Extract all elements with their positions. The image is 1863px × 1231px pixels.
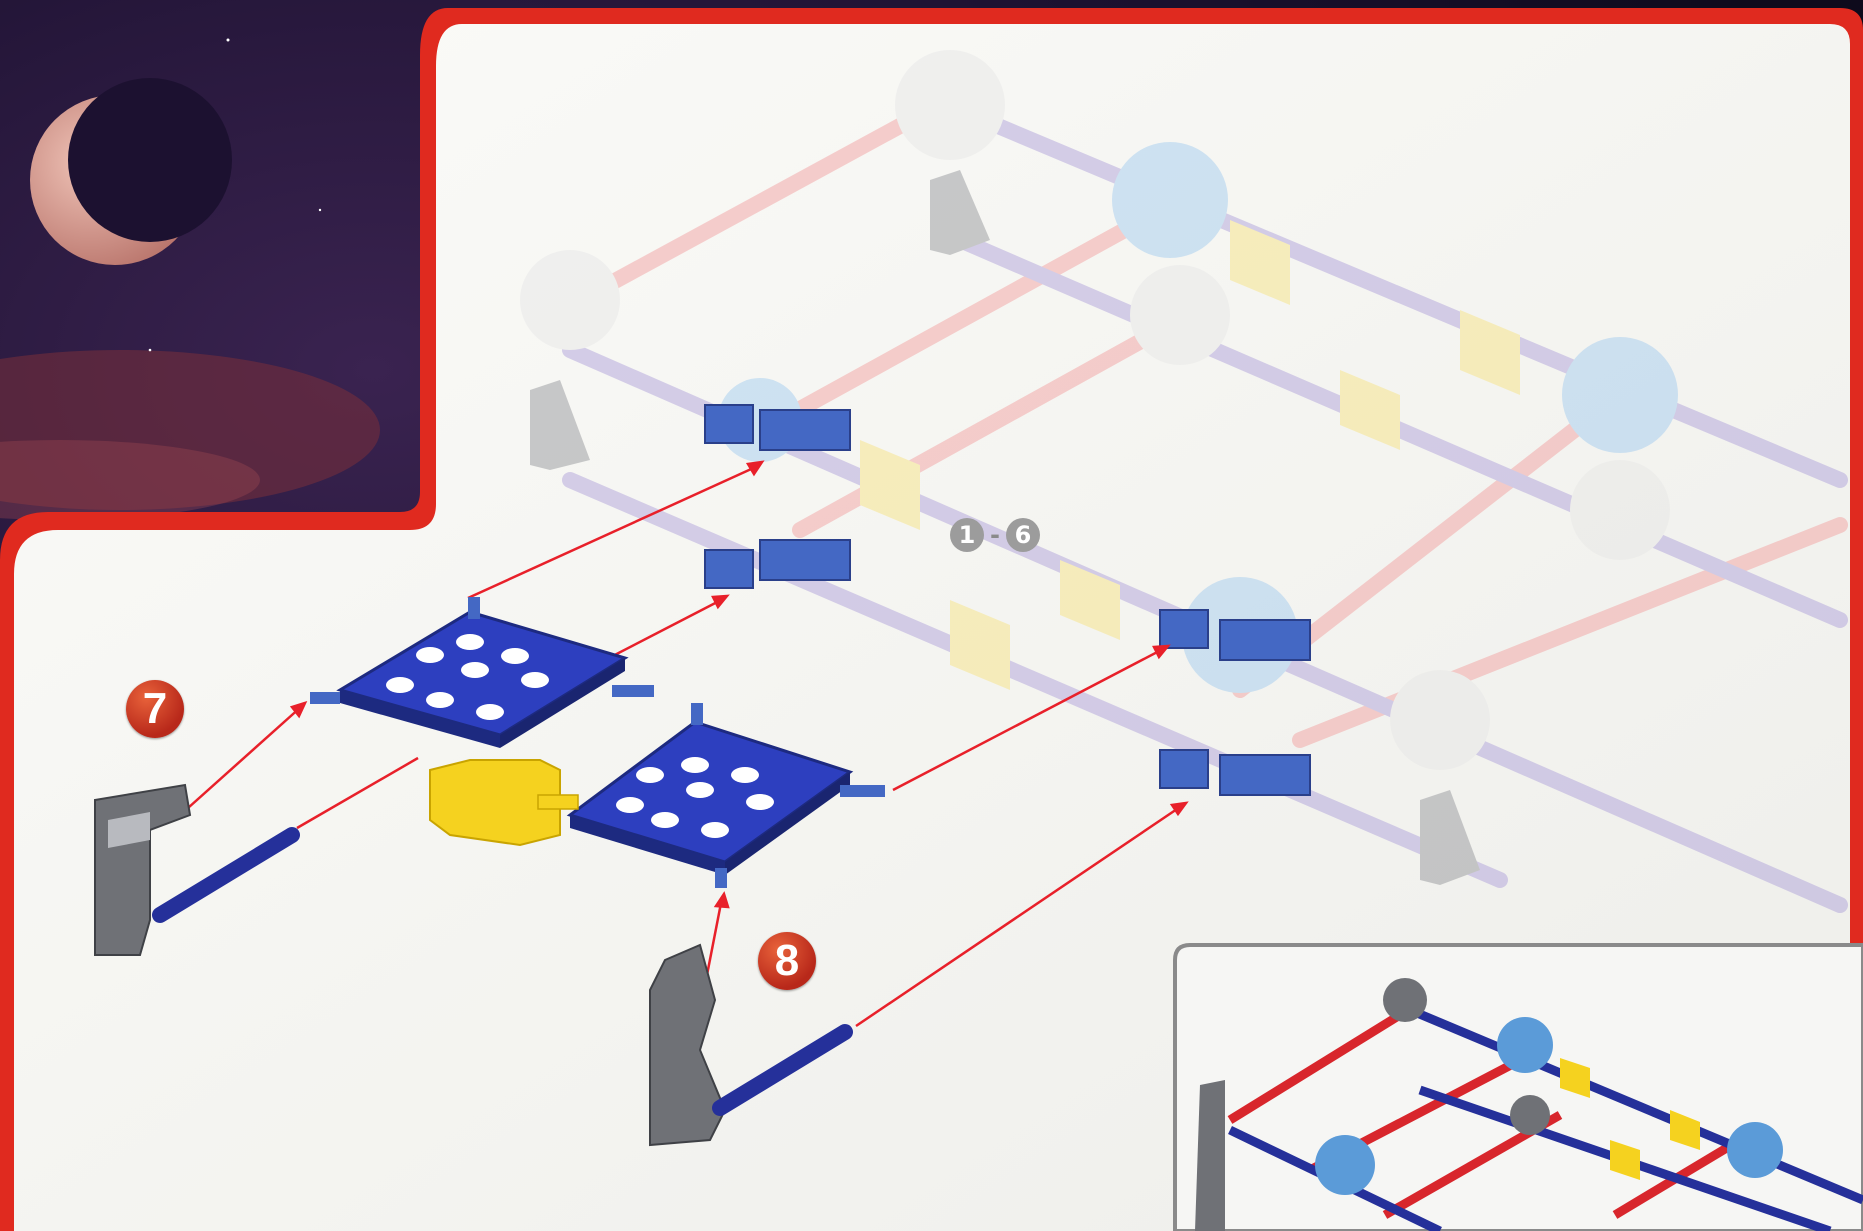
previous-steps-label: 1 - 6 bbox=[950, 518, 1040, 552]
completed-preview-inset bbox=[1175, 945, 1863, 1231]
step-7-badge: 7 bbox=[126, 680, 184, 738]
range-start: 1 bbox=[950, 518, 984, 552]
step-8-badge: 8 bbox=[758, 932, 816, 990]
range-end: 6 bbox=[1006, 518, 1040, 552]
yellow-connector bbox=[430, 760, 578, 845]
range-separator: - bbox=[990, 521, 1000, 549]
